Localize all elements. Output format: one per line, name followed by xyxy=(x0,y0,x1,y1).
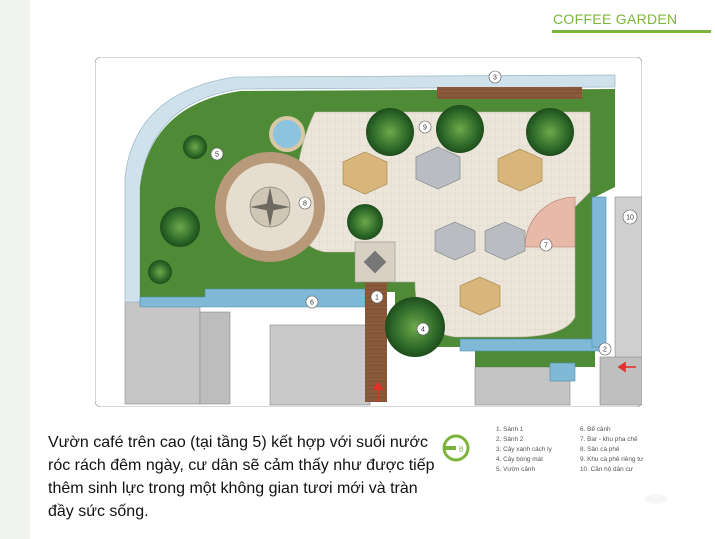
water-channel-2 xyxy=(459,338,606,352)
legend-item: 8. Sân cà phê xyxy=(580,446,620,453)
marker-7: 7 xyxy=(539,238,553,252)
svg-text:6: 6 xyxy=(310,300,314,307)
umbrellas xyxy=(342,146,543,316)
wood-deck-top xyxy=(437,87,582,99)
marker-9: 9 xyxy=(418,120,432,134)
building-center xyxy=(269,324,371,406)
north-compass-icon: B xyxy=(442,434,470,462)
svg-text:9: 9 xyxy=(423,125,427,132)
bar-fan xyxy=(524,196,576,248)
svg-text:5: 5 xyxy=(215,152,219,159)
left-band xyxy=(0,0,30,539)
page-title: COFFEE GARDEN xyxy=(553,11,678,27)
legend-item: 4. Cây bóng mát xyxy=(496,456,543,463)
marker-5: 5 xyxy=(210,147,224,161)
title-underline xyxy=(552,30,711,33)
svg-text:8: 8 xyxy=(303,201,307,208)
decorative-shadow xyxy=(645,494,667,504)
round-pool xyxy=(269,116,305,152)
svg-text:7: 7 xyxy=(544,243,548,250)
legend-item: 6. Bể cảnh xyxy=(580,426,611,433)
building-right-b xyxy=(599,356,642,406)
marker-3: 3 xyxy=(488,70,502,84)
marker-10: 10 xyxy=(622,209,638,225)
legend-item: 7. Bar - khu pha chế xyxy=(580,436,638,443)
svg-text:3: 3 xyxy=(493,75,497,82)
caption: Vườn café trên cao (tại tầng 5) kết hợp … xyxy=(48,434,435,520)
legend-column-left: 1. Sảnh 1 2. Sảnh 2 3. Cây xanh cách ly … xyxy=(496,425,576,475)
site-plan: 1 2 3 4 5 6 7 8 9 10 xyxy=(95,57,642,407)
water-channel-3 xyxy=(591,196,607,348)
water-pool-small xyxy=(549,362,576,382)
building-left-b xyxy=(199,311,231,405)
legend-item: 3. Cây xanh cách ly xyxy=(496,446,552,453)
svg-text:2: 2 xyxy=(603,347,607,354)
plan-markers: 1 2 3 4 5 6 7 8 9 10 xyxy=(210,70,638,356)
svg-text:1: 1 xyxy=(375,295,379,302)
marker-1: 1 xyxy=(370,290,384,304)
legend-item: 1. Sảnh 1 xyxy=(496,426,524,433)
marker-2: 2 xyxy=(598,342,612,356)
svg-text:10: 10 xyxy=(626,215,634,222)
svg-text:4: 4 xyxy=(421,327,425,334)
plaza-star xyxy=(250,187,290,227)
legend-item: 10. Căn hộ dân cư xyxy=(580,466,633,473)
entry-arrows xyxy=(372,361,636,402)
marker-8: 8 xyxy=(298,196,312,210)
svg-text:B: B xyxy=(459,447,464,454)
legend-item: 9. Khu cà phê riêng tư xyxy=(580,456,644,463)
legend-item: 2. Sảnh 2 xyxy=(496,436,524,443)
legend-column-right: 6. Bể cảnh 7. Bar - khu pha chế 8. Sân c… xyxy=(580,425,680,475)
legend-item: 5. Vườn cảnh xyxy=(496,466,536,473)
glass-railing xyxy=(124,74,616,303)
marker-6: 6 xyxy=(305,295,319,309)
trees xyxy=(148,105,574,357)
building-left xyxy=(124,301,201,405)
building-right xyxy=(614,196,642,368)
marker-4: 4 xyxy=(416,322,430,336)
wood-deck xyxy=(365,282,387,402)
